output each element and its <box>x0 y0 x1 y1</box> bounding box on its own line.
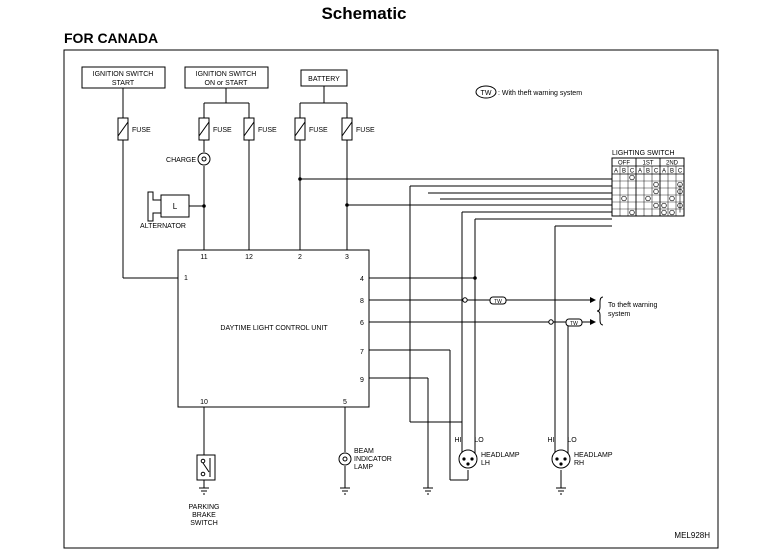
legend: TW : With theft warning system <box>475 85 582 99</box>
ignition-switch-start: IGNITION SWITCH START <box>81 66 166 89</box>
svg-text:IGNITION SWITCH: IGNITION SWITCH <box>93 71 154 78</box>
switch-contact <box>653 181 659 188</box>
theft-warning-label: To theft warning system <box>596 296 658 326</box>
svg-text:11: 11 <box>200 254 207 261</box>
switch-position-label: OFF <box>618 161 630 167</box>
svg-text:4: 4 <box>360 276 364 283</box>
svg-text:FUSE: FUSE <box>356 127 375 134</box>
svg-text:system: system <box>608 311 630 318</box>
svg-text:10: 10 <box>200 399 208 406</box>
svg-text:: With theft warning system: : With theft warning system <box>498 90 582 97</box>
fuse-ignition: FUSE <box>243 117 277 141</box>
svg-text:7: 7 <box>360 349 364 356</box>
svg-text:FUSE: FUSE <box>309 127 328 134</box>
switch-contact <box>621 195 627 202</box>
svg-text:FUSE: FUSE <box>213 127 232 134</box>
svg-text:HEADLAMP: HEADLAMP <box>481 452 520 459</box>
switch-column-label: A <box>638 169 642 175</box>
switch-column-label: B <box>670 169 674 175</box>
parking-brake-switch: PARKING BRAKE SWITCH <box>189 454 220 527</box>
svg-text:1: 1 <box>184 275 188 282</box>
switch-contact <box>645 195 651 202</box>
switch-position-label: 2ND <box>666 161 679 167</box>
fuse-battery-1: FUSE <box>294 117 328 141</box>
svg-text:START: START <box>112 80 135 87</box>
switch-contact <box>653 202 659 209</box>
tw-tag-1: TW <box>489 296 507 305</box>
svg-text:12: 12 <box>245 254 253 261</box>
svg-text:BATTERY: BATTERY <box>308 76 340 83</box>
page-subtitle: FOR CANADA <box>64 30 159 46</box>
svg-text:CHARGE: CHARGE <box>166 157 196 164</box>
ignition-switch-on: IGNITION SWITCH ON or START <box>184 66 269 89</box>
charge-lamp: CHARGE <box>166 152 211 166</box>
fuse-battery-2: FUSE <box>341 117 375 141</box>
headlamp-rh: HI LO HEADLAMP RH <box>548 437 613 469</box>
svg-text:LH: LH <box>481 460 490 467</box>
svg-text:BRAKE: BRAKE <box>192 512 216 519</box>
tw-tag-2: TW <box>565 318 583 327</box>
svg-text:3: 3 <box>345 254 349 261</box>
page-title: Schematic <box>321 4 407 23</box>
lighting-switch-wiring <box>298 177 612 446</box>
switch-contact <box>669 195 675 202</box>
switch-column-label: C <box>654 169 659 175</box>
svg-text:LO: LO <box>474 437 484 444</box>
svg-text:8: 8 <box>360 298 364 305</box>
switch-contact <box>661 209 667 216</box>
switch-contact <box>669 209 675 216</box>
svg-text:DAYTIME LIGHT CONTROL UNIT: DAYTIME LIGHT CONTROL UNIT <box>220 325 328 332</box>
switch-contact <box>629 209 635 216</box>
switch-column-label: B <box>622 169 626 175</box>
svg-text:9: 9 <box>360 377 364 384</box>
svg-text:TW: TW <box>570 321 578 327</box>
switch-column-label: C <box>630 169 635 175</box>
switch-contact <box>661 202 667 209</box>
svg-text:HI: HI <box>548 437 555 444</box>
svg-text:IGNITION SWITCH: IGNITION SWITCH <box>196 71 257 78</box>
svg-text:INDICATOR: INDICATOR <box>354 456 392 463</box>
switch-column-label: B <box>646 169 650 175</box>
ground-symbols <box>199 487 566 495</box>
svg-text:RH: RH <box>574 460 584 467</box>
fuse-start: FUSE <box>117 117 151 141</box>
svg-text:ALTERNATOR: ALTERNATOR <box>140 223 186 230</box>
svg-text:PARKING: PARKING <box>189 504 220 511</box>
switch-column-label: A <box>662 169 666 175</box>
headlamp-lh: HI LO HEADLAMP LH <box>455 437 520 469</box>
svg-text:LO: LO <box>567 437 577 444</box>
svg-text:LIGHTING SWITCH: LIGHTING SWITCH <box>612 150 675 157</box>
svg-text:LAMP: LAMP <box>354 464 373 471</box>
output-wiring <box>203 276 596 488</box>
switch-position-label: 1ST <box>642 161 653 167</box>
alternator: L ALTERNATOR <box>140 191 190 230</box>
switch-contact <box>653 188 659 195</box>
svg-text:TW: TW <box>481 90 492 97</box>
switch-column-label: C <box>678 169 683 175</box>
svg-text:To theft warning: To theft warning <box>608 302 658 309</box>
svg-text:FUSE: FUSE <box>258 127 277 134</box>
daytime-light-control-unit: DAYTIME LIGHT CONTROL UNIT 1 11 12 2 3 4… <box>177 249 370 408</box>
svg-text:L: L <box>173 202 178 211</box>
switch-contact <box>629 174 635 181</box>
beam-indicator-lamp: BEAM INDICATOR LAMP <box>338 448 392 471</box>
diagram-frame <box>63 49 719 549</box>
svg-text:ON or START: ON or START <box>205 80 249 87</box>
switch-column-label: A <box>614 169 618 175</box>
diagram-id: MEL928H <box>674 531 710 540</box>
svg-text:BEAM: BEAM <box>354 448 374 455</box>
svg-text:HI: HI <box>455 437 462 444</box>
fuse-charge: FUSE <box>198 117 232 141</box>
battery: BATTERY <box>300 69 348 87</box>
supply-wiring <box>122 86 348 279</box>
svg-text:SWITCH: SWITCH <box>190 520 218 527</box>
svg-text:HEADLAMP: HEADLAMP <box>574 452 613 459</box>
svg-text:2: 2 <box>298 254 302 261</box>
svg-text:FUSE: FUSE <box>132 127 151 134</box>
svg-text:6: 6 <box>360 320 364 327</box>
svg-text:5: 5 <box>343 399 347 406</box>
svg-text:TW: TW <box>494 299 502 305</box>
